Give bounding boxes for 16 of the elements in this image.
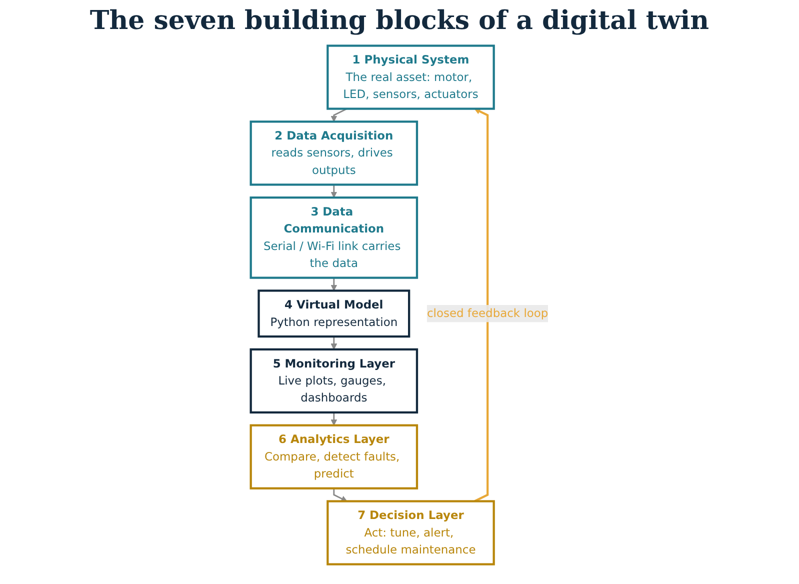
arrow xyxy=(330,108,348,122)
node-box: 4 Virtual Model Python representation xyxy=(258,290,410,338)
diagram-title: The seven building blocks of a digital twin xyxy=(88,6,710,36)
arrow xyxy=(330,336,338,350)
arrow xyxy=(333,488,348,502)
arrow xyxy=(330,184,338,198)
node-box: 2 Data Acquisition reads sensors, drives outputs xyxy=(250,120,418,186)
arrow xyxy=(330,412,338,426)
node-box: 1 Physical System The real asset: motor, LED, sensors, actuators xyxy=(326,44,495,110)
node-box: 3 Data Communication Serial / Wi-Fi link carries the data xyxy=(250,196,418,279)
arrow xyxy=(330,278,338,291)
edge-label: closed feedback loop xyxy=(426,306,548,320)
node-box: 6 Analytics Layer Compare, detect faults, predict xyxy=(250,424,418,490)
arrow xyxy=(474,108,489,502)
node-box: 7 Decision Layer Act: tune, alert, schedule maintenance xyxy=(326,500,495,566)
node-box: 5 Monitoring Layer Live plots, gauges, dashboards xyxy=(250,348,418,414)
